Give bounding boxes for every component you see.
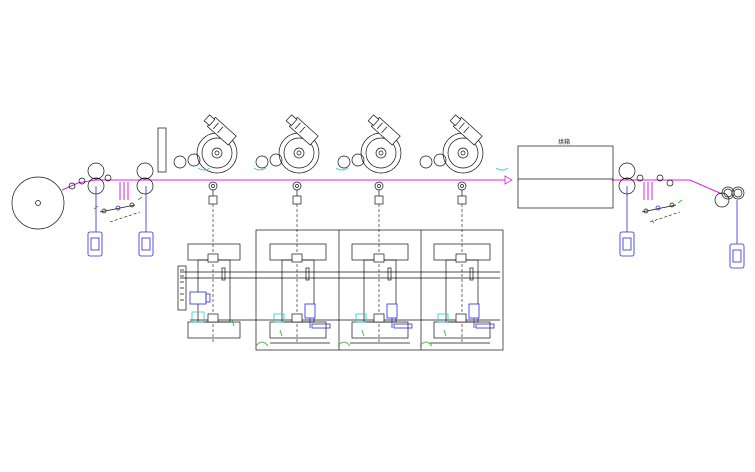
tension-unit-right	[619, 186, 745, 269]
oven-label: 烘箱	[558, 138, 570, 146]
web-path	[61, 175, 723, 200]
oven: 烘箱	[517, 138, 614, 209]
lower-frame	[180, 229, 504, 351]
frame-plate	[157, 127, 167, 173]
drive-unit-3	[337, 243, 413, 347]
drive-unit-1	[177, 243, 241, 339]
dancer-right	[641, 199, 683, 224]
coating-station-4	[419, 114, 509, 205]
coating-station-2	[253, 114, 320, 205]
coating-station-1	[173, 114, 238, 205]
unwind-roll	[11, 176, 65, 230]
infeed-rollers	[68, 162, 154, 195]
drive-unit-4	[419, 243, 495, 347]
dancer-left	[93, 196, 143, 223]
center-lines	[212, 204, 463, 342]
coating-station-3	[335, 114, 402, 205]
rewind-rolls	[714, 186, 745, 208]
drive-unit-2	[255, 243, 331, 347]
tension-unit-left	[87, 186, 154, 257]
